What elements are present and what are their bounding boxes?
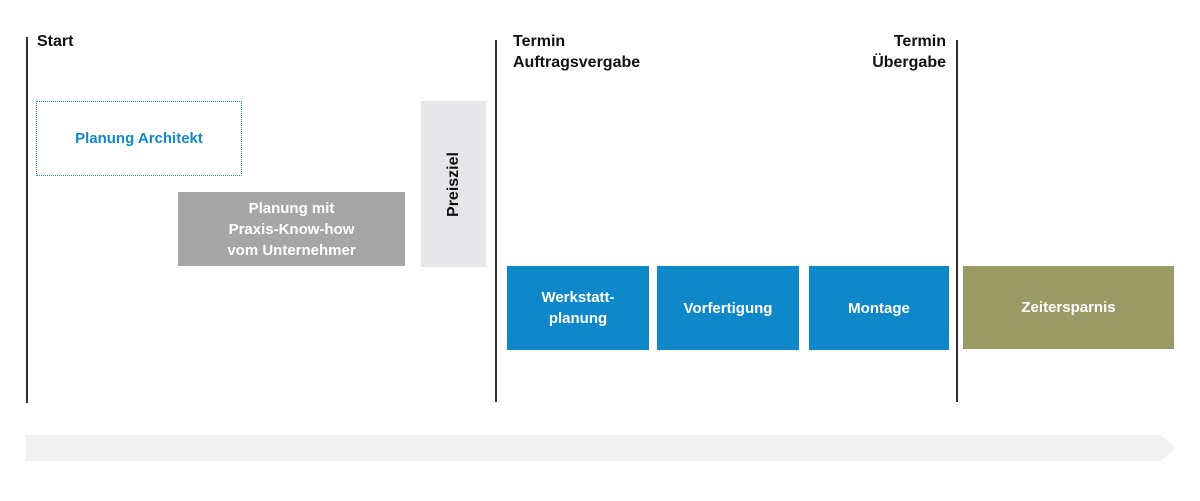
milestone-line-start (26, 37, 28, 403)
phase-box-zeitersparnis: Zeitersparnis (963, 266, 1174, 349)
phase-box-label: Werkstatt- planung (541, 287, 614, 329)
milestone-line-uebergabe (956, 40, 958, 402)
phase-box-planung-architekt: Planung Architekt (36, 101, 242, 176)
milestone-label-line: Termin (513, 33, 566, 50)
phase-box-label-line: Werkstatt- (541, 289, 615, 306)
milestone-label-start: Start (37, 33, 74, 50)
phase-box-label-line: Praxis-Know-how (228, 220, 355, 238)
phase-box-werkstattplanung: Werkstatt- planung (507, 266, 649, 350)
phase-box-label: Zeitersparnis (1021, 299, 1116, 316)
phase-box-label: Planung mit Praxis-Know-how vom Unterneh… (227, 198, 355, 261)
phase-box-label-line: vom Unternehmer (227, 241, 356, 259)
phase-box-label: Planung Architekt (75, 130, 203, 147)
phase-box-label-vertical: Preisziel (445, 151, 462, 217)
phase-box-preisziel: Preisziel (421, 101, 486, 267)
milestone-line-auftragsvergabe (495, 40, 497, 402)
phase-box-label: Vorfertigung (683, 299, 773, 317)
phase-box-planung-unternehmer: Planung mit Praxis-Know-how vom Unterneh… (178, 192, 405, 266)
phase-box-montage: Montage (809, 266, 949, 350)
phase-box-label-line: Planung mit (248, 199, 335, 217)
phase-box-label-line: planung (548, 310, 608, 327)
milestone-label-uebergabe: Termin Übergabe (872, 31, 946, 73)
milestone-label-line: Auftragsvergabe (513, 54, 641, 71)
milestone-label-auftragsvergabe: Termin Auftragsvergabe (513, 31, 640, 73)
phase-box-label: Montage (848, 299, 910, 317)
milestone-label-line: Übergabe (872, 54, 946, 71)
phase-box-vorfertigung: Vorfertigung (657, 266, 799, 350)
milestone-label-line: Termin (893, 33, 946, 50)
timeline-arrow (26, 435, 1176, 461)
